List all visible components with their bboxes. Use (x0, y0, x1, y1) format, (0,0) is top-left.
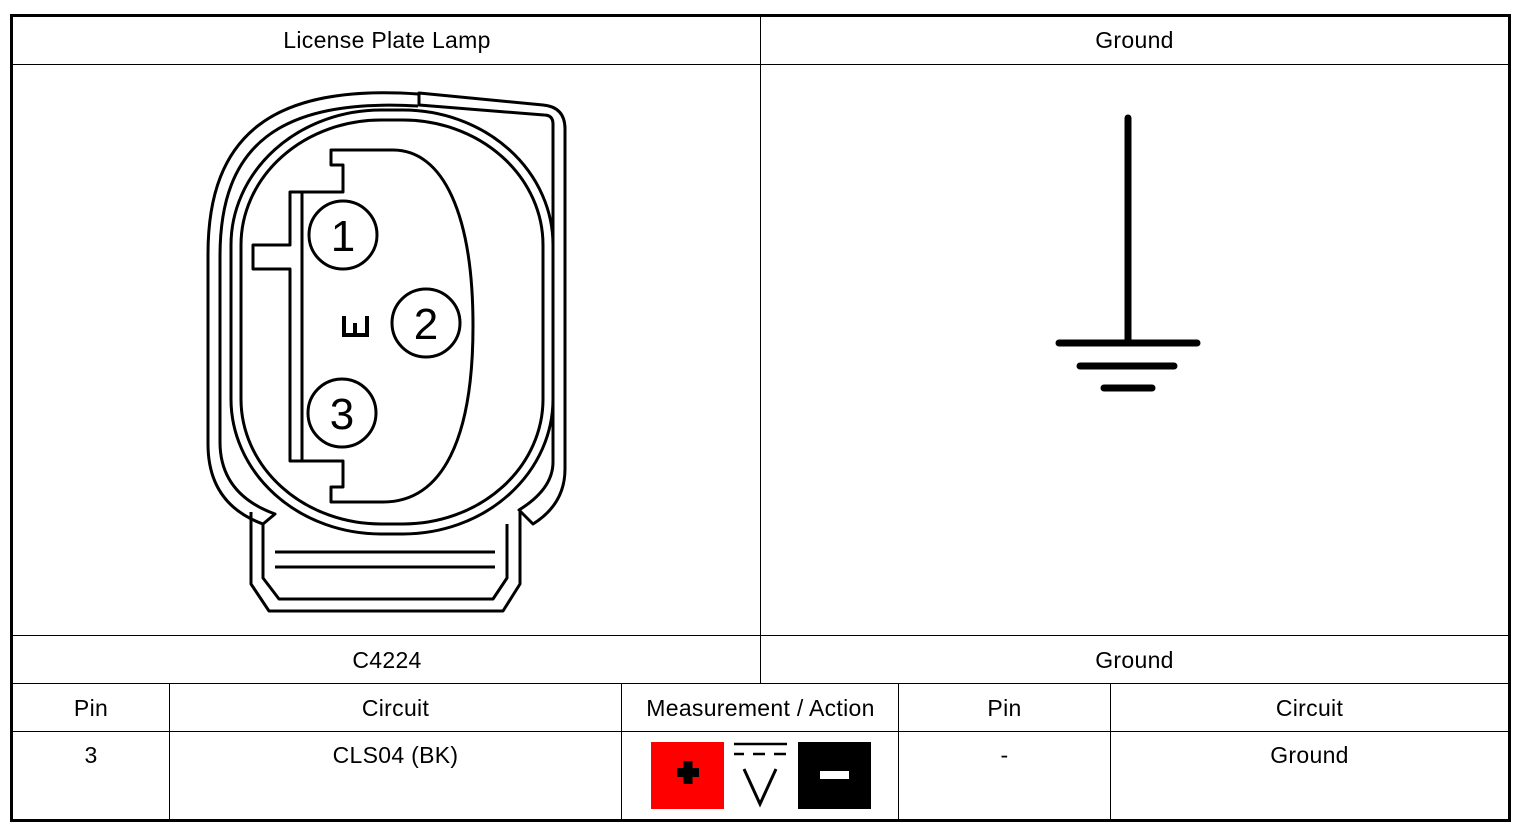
negative-probe-icon (798, 742, 871, 809)
col-header-right-pin: Pin (987, 694, 1022, 721)
col-divider-2 (621, 684, 622, 822)
measurement-icons (651, 742, 871, 809)
column-header-divider (13, 731, 1508, 732)
col-header-circuit: Circuit (361, 694, 430, 721)
col-header-measurement: Measurement / Action (646, 694, 875, 721)
cavity-mark-glyph (342, 316, 369, 337)
ground-label: Ground (1095, 646, 1174, 673)
dc-voltmeter-icon (734, 742, 787, 808)
pin-3-circle (306, 377, 378, 449)
pin-1-circle (307, 199, 379, 271)
pinout-table-frame (10, 14, 1511, 822)
row-pin: 3 (84, 742, 98, 768)
col-divider-1 (169, 684, 170, 822)
col-divider-3 (898, 684, 899, 822)
pin-1-label: 1 (331, 212, 355, 261)
row-right-pin: - (1000, 742, 1009, 768)
positive-probe-icon (651, 742, 724, 809)
row-right-circuit: Ground (1270, 742, 1349, 768)
connector-face-diagram: 1 2 3 (206, 91, 567, 613)
housing-left-outline (206, 91, 419, 526)
connector-title: License Plate Lamp (283, 26, 491, 53)
terminal-cavity-outline (251, 148, 475, 504)
housing-ring-outer (229, 108, 555, 536)
section-divider (760, 17, 761, 684)
pin-2-circle (390, 287, 462, 359)
pin-3-label: 3 (330, 390, 354, 439)
housing-ring-inner (239, 118, 545, 526)
connector-id: C4224 (352, 646, 422, 673)
col-header-right-circuit: Circuit (1275, 694, 1344, 721)
ground-title: Ground (1095, 26, 1174, 53)
lock-tab-inner (261, 524, 509, 601)
col-divider-4 (1110, 684, 1111, 822)
lock-tab-outer (249, 512, 522, 613)
col-header-pin: Pin (73, 694, 109, 721)
row-circuit: CLS04 (BK) (332, 742, 459, 768)
housing-latch-outline (417, 91, 567, 526)
ground-symbol-icon (1055, 114, 1201, 392)
pin-2-label: 2 (414, 300, 438, 349)
